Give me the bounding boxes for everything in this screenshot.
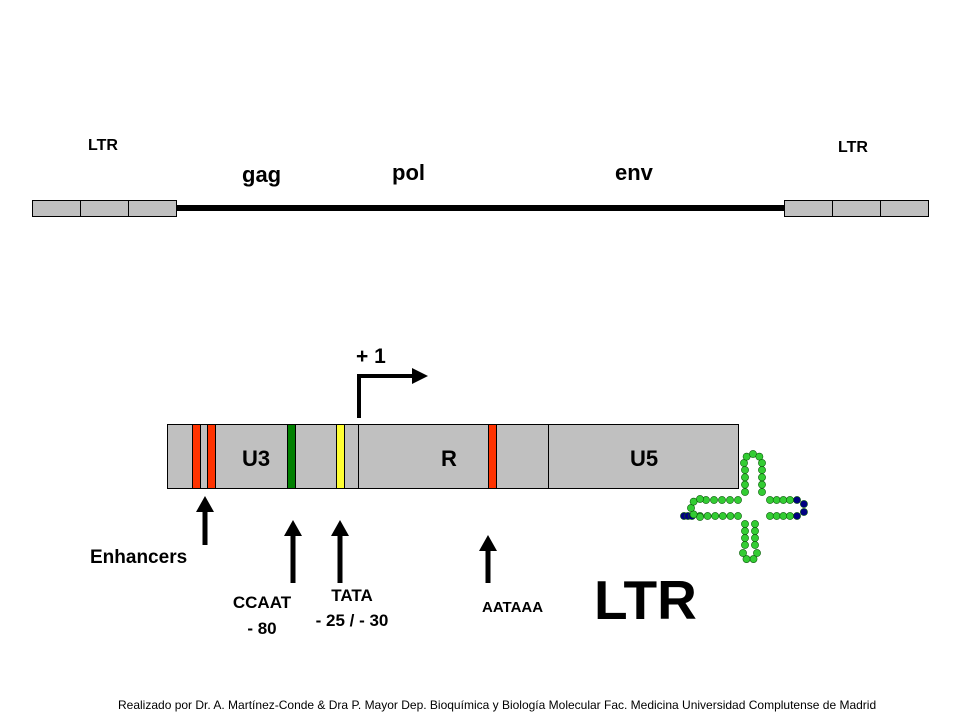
ltr-right-label: LTR — [838, 139, 868, 156]
pol-label: pol — [392, 160, 425, 185]
enhancers-label: Enhancers — [90, 547, 188, 568]
ltr-right-box — [784, 200, 929, 217]
tata-band — [336, 424, 345, 489]
enhancer-band-2 — [207, 424, 216, 489]
enhancers-arrow — [196, 496, 214, 545]
trna-cloverleaf-icon — [680, 450, 808, 563]
aataaa-label: AATAAA — [482, 599, 544, 616]
env-label: env — [615, 160, 653, 185]
u3-label: U3 — [242, 446, 271, 471]
tata-position: - 25 / - 30 — [315, 611, 389, 630]
ccaat-label: CCAAT — [232, 593, 292, 612]
aataaa-arrow — [479, 535, 497, 583]
ccaat-band — [287, 424, 296, 489]
ltr-left-label: LTR — [88, 137, 118, 154]
enhancer-band-1 — [192, 424, 201, 489]
gag-label: gag — [242, 162, 282, 187]
genome-backbone-line — [175, 205, 787, 211]
plus-one-label: + 1 — [356, 345, 386, 368]
ltr-left-box — [32, 200, 177, 217]
r-label: R — [441, 446, 457, 471]
u5-label: U5 — [630, 446, 659, 471]
ltr-detail-box — [167, 424, 739, 489]
tata-arrow — [331, 520, 349, 583]
ltr-big-title: LTR — [594, 569, 697, 631]
ccaat-arrow — [284, 520, 302, 583]
transcription-start-arrow — [357, 368, 428, 418]
credit-text: Realizado por Dr. A. Martínez-Conde & Dr… — [118, 698, 877, 712]
tata-label: TATA — [331, 586, 373, 605]
aataaa-band — [488, 424, 497, 489]
ccaat-position: - 80 — [247, 619, 277, 638]
